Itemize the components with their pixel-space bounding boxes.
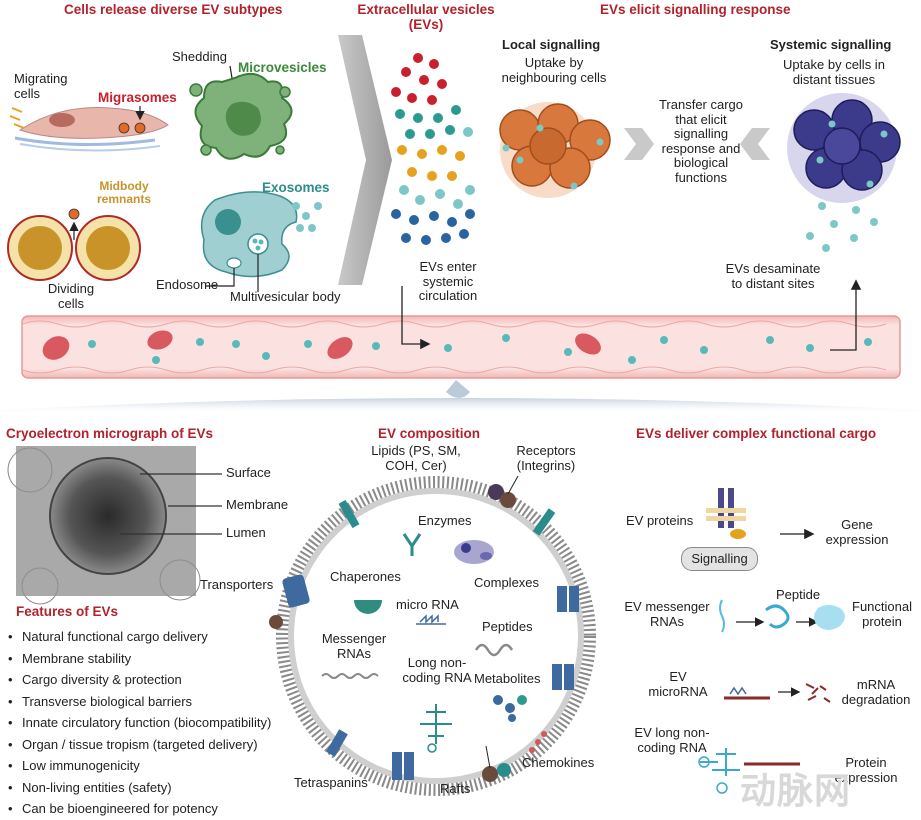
- feature-item: Membrane stability: [6, 648, 271, 670]
- cryo-micrograph-image: [7, 446, 222, 605]
- ev-composition-vesicle: [269, 476, 596, 796]
- label-micro-rna: micro RNA: [396, 597, 459, 612]
- dividing-cells-illustration: [7, 208, 141, 281]
- label-protein-expression: Protein expression: [834, 755, 898, 785]
- heading-extracellular-vesicles: Extracellular vesicles (EVs): [356, 2, 496, 32]
- watermark-logo: 动脉网: [740, 770, 852, 811]
- feature-item: Transverse biological barriers: [6, 691, 271, 713]
- label-enzymes: Enzymes: [418, 513, 472, 528]
- section-chevron-divider: [338, 35, 392, 285]
- heading-deliver-cargo: EVs deliver complex functional cargo: [636, 426, 877, 441]
- microvesicle-cell-illustration: [189, 65, 293, 160]
- label-membrane: Membrane: [226, 497, 289, 512]
- label-systemic-signalling: Systemic signalling: [770, 37, 892, 52]
- signalling-pill: Signalling: [681, 547, 758, 571]
- heading-features: Features of EVs: [16, 604, 119, 619]
- systemic-cell-cluster: [787, 93, 901, 252]
- label-transfer-cargo: Transfer cargo that elicit signalling re…: [658, 97, 744, 185]
- label-peptides: Peptides: [482, 619, 533, 634]
- label-endosome: Endosome: [156, 277, 219, 292]
- label-lumen: Lumen: [226, 525, 266, 540]
- label-ev-lncrna: EV long non-coding RNA: [634, 725, 710, 755]
- label-local-signalling: Local signalling: [502, 37, 601, 52]
- heading-ev-line2: (EVs): [408, 17, 444, 33]
- label-complexes: Complexes: [474, 575, 540, 590]
- exosome-cell-illustration: [200, 191, 322, 292]
- ev-dot-cloud: [391, 53, 475, 245]
- label-surface: Surface: [226, 465, 271, 480]
- heading-ev-line1: Extracellular vesicles: [357, 2, 495, 17]
- label-receptors: Receptors (Integrins): [516, 443, 576, 473]
- heading-cells-release: Cells release diverse EV subtypes: [64, 2, 283, 17]
- label-gene-expression: Gene expression: [825, 517, 889, 547]
- heading-ev-composition: EV composition: [378, 426, 481, 441]
- features-list: Natural functional cargo delivery Membra…: [6, 626, 271, 820]
- feature-item: Innate circulatory function (biocompatib…: [6, 712, 271, 734]
- label-ev-proteins: EV proteins: [626, 513, 694, 528]
- heading-evs-elicit: EVs elicit signalling response: [600, 2, 791, 17]
- label-midbody-remnants: Midbody remnants: [96, 179, 152, 207]
- feature-item: Low immunogenicity: [6, 755, 271, 777]
- label-migrasomes: Migrasomes: [98, 90, 177, 105]
- label-multivesicular-body: Multivesicular body: [230, 289, 341, 304]
- feature-item: Can be bioengineered for potency: [6, 798, 271, 820]
- blood-vessel: [21, 279, 901, 379]
- label-shedding: Shedding: [172, 49, 227, 64]
- feature-item: Cargo diversity & protection: [6, 669, 271, 691]
- label-microvesicles: Microvesicles: [238, 60, 327, 75]
- label-long-noncoding: Long non-coding RNA: [402, 655, 472, 685]
- label-ev-microrna: EV microRNA: [648, 669, 708, 699]
- label-mrna-degradation: mRNA degradation: [841, 677, 911, 707]
- label-chemokines: Chemokines: [522, 755, 595, 770]
- label-metabolites: Metabolites: [474, 671, 541, 686]
- label-tetraspanins: Tetraspanins: [294, 775, 368, 790]
- label-migrating-cells: Migrating cells: [14, 71, 68, 101]
- label-systemic-desc: Uptake by cells in distant tissues: [783, 57, 885, 87]
- label-chaperones: Chaperones: [330, 569, 401, 584]
- zoom-cone: [446, 380, 470, 398]
- label-ev-mrna: EV messenger RNAs: [624, 599, 710, 629]
- label-rafts: Rafts: [440, 781, 471, 796]
- heading-cryo-micrograph: Cryoelectron micrograph of EVs: [6, 426, 214, 441]
- feature-item: Non-living entities (safety): [6, 777, 271, 799]
- label-transporters: Transporters: [200, 577, 274, 592]
- chevron-right-icon: [624, 128, 654, 160]
- local-cell-cluster: [499, 102, 611, 198]
- label-enter-circulation: EVs enter systemic circulation: [418, 259, 478, 304]
- label-disseminate: EVs desaminate to distant sites: [725, 261, 821, 291]
- label-peptide: Peptide: [776, 587, 821, 602]
- label-exosomes: Exosomes: [262, 180, 330, 195]
- label-local-desc: Uptake by neighbouring cells: [501, 55, 607, 85]
- label-lipids: Lipids (PS, SM, COH, Cer): [371, 443, 461, 473]
- feature-item: Organ / tissue tropism (targeted deliver…: [6, 734, 271, 756]
- label-functional-protein: Functional protein: [852, 599, 912, 629]
- migrating-cell-illustration: [9, 106, 169, 152]
- feature-item: Natural functional cargo delivery: [6, 626, 271, 648]
- chevron-left-icon: [740, 128, 770, 160]
- cargo-illustrations: [698, 488, 845, 794]
- label-dividing-cells: Dividing cells: [47, 281, 95, 311]
- label-messenger-rnas: Messenger RNAs: [321, 631, 387, 661]
